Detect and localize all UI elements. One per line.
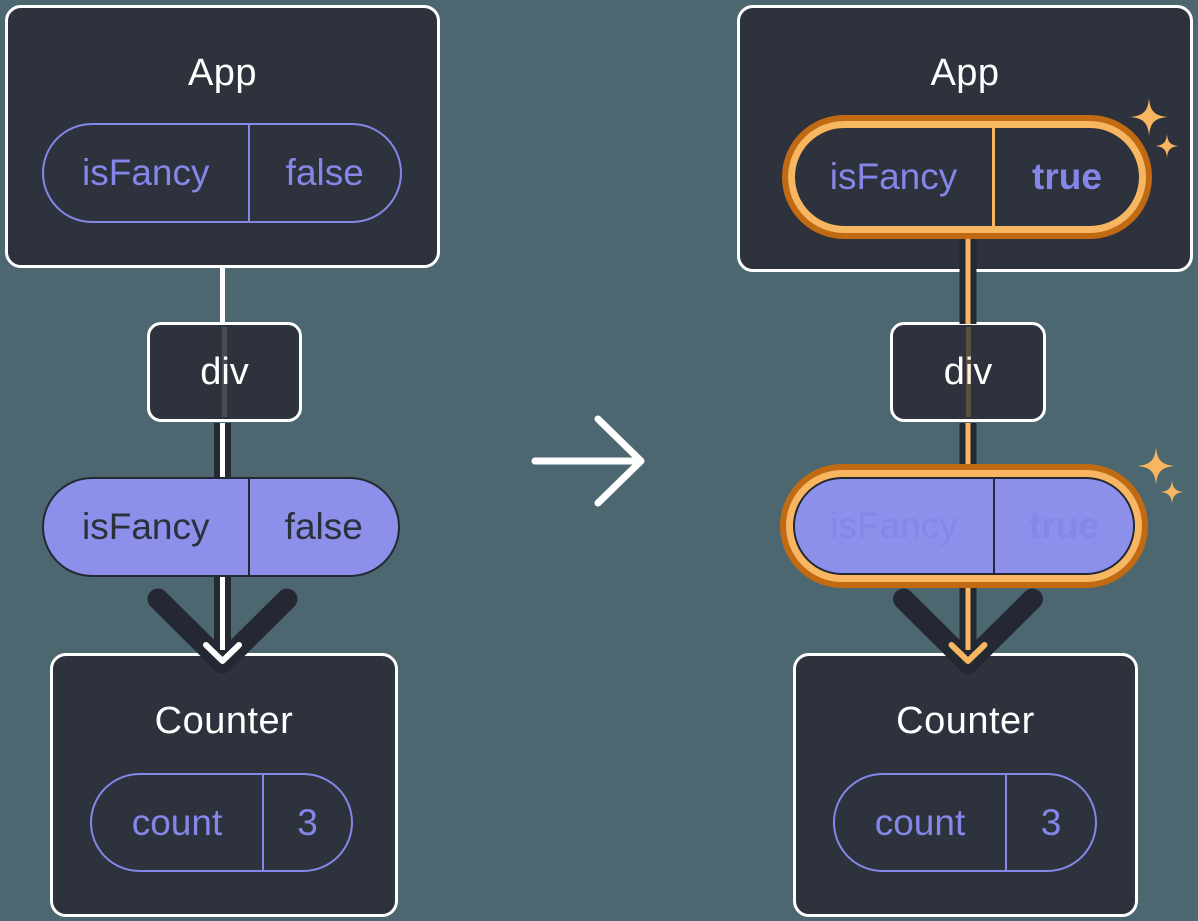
component-title: Counter bbox=[896, 700, 1035, 742]
state-name: count bbox=[874, 801, 966, 843]
component-title: App bbox=[187, 52, 258, 94]
prop-name: isFancy bbox=[830, 505, 958, 546]
before-div-node-box: div bbox=[147, 322, 302, 422]
component-title: Counter bbox=[154, 700, 294, 742]
prop-name: isFancy bbox=[829, 156, 958, 197]
after-passed-prop-pill-highlighted: isFancy true bbox=[780, 464, 1148, 588]
prop-name: isFancy bbox=[82, 152, 210, 193]
before-passed-prop-pill: isFancy false bbox=[42, 477, 400, 577]
prop-value: false bbox=[247, 125, 401, 221]
div-node-label: div bbox=[200, 350, 249, 393]
prop-value: true bbox=[992, 128, 1139, 226]
div-node-label: div bbox=[943, 350, 993, 393]
prop-passthrough-line bbox=[222, 327, 227, 417]
prop-value: false bbox=[247, 479, 399, 575]
prop-name: isFancy bbox=[82, 506, 210, 547]
state-name: count bbox=[131, 801, 223, 843]
before-counter-state-pill: count 3 bbox=[90, 773, 353, 872]
after-app-prop-pill-highlighted: isFancy true bbox=[782, 115, 1152, 239]
after-div-node-box: div bbox=[890, 322, 1046, 422]
after-counter-state-pill: count 3 bbox=[833, 773, 1097, 872]
state-value: 3 bbox=[262, 775, 351, 870]
prop-value: true bbox=[993, 479, 1133, 573]
state-value: 3 bbox=[1005, 775, 1095, 870]
before-app-prop-pill: isFancy false bbox=[42, 123, 402, 223]
prop-passthrough-line bbox=[965, 327, 971, 417]
component-title: App bbox=[930, 52, 1000, 94]
